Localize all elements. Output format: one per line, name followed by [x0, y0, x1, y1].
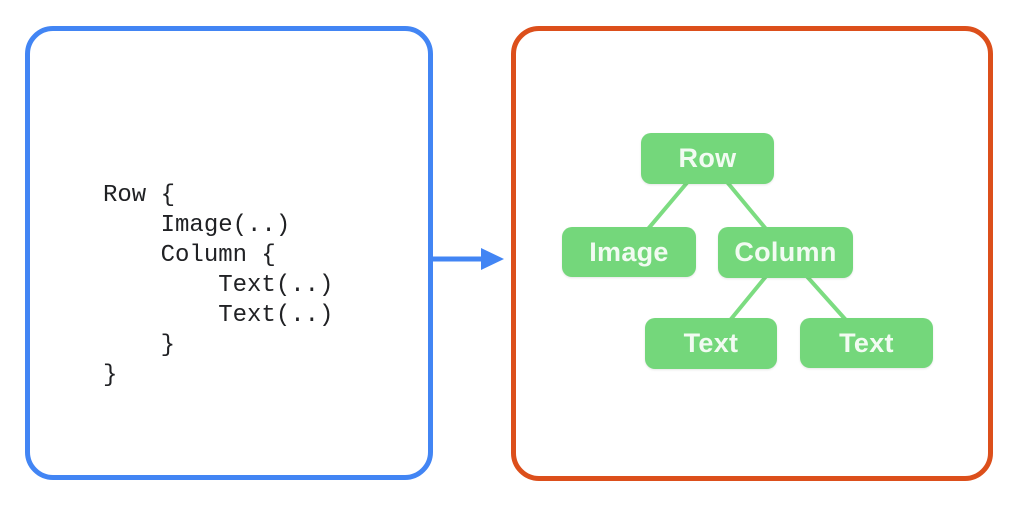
tree-node-text-right: Text	[800, 318, 933, 368]
tree-node-column: Column	[718, 227, 853, 278]
ui-tree-panel: Row Image Column Text Text	[511, 26, 993, 481]
right-arrow-icon	[432, 248, 504, 270]
code-line: }	[103, 332, 176, 359]
code-line: Column {	[103, 242, 276, 269]
code-line: Text(..)	[103, 302, 334, 329]
code-line: Text(..)	[103, 272, 334, 299]
code-line: }	[103, 362, 118, 389]
code-line: Image(..)	[103, 212, 291, 239]
tree-node-row: Row	[641, 133, 774, 184]
code-panel: Row { Image(..) Column { Text(..) Text(.…	[25, 26, 433, 480]
tree-node-text-left: Text	[645, 318, 777, 369]
arrow-shaft	[432, 256, 484, 262]
compose-code-snippet: Row { Image(..) Column { Text(..) Text(.…	[103, 181, 333, 391]
tree-node-image: Image	[562, 227, 696, 277]
arrow-head	[481, 248, 504, 270]
code-line: Row {	[103, 182, 176, 209]
